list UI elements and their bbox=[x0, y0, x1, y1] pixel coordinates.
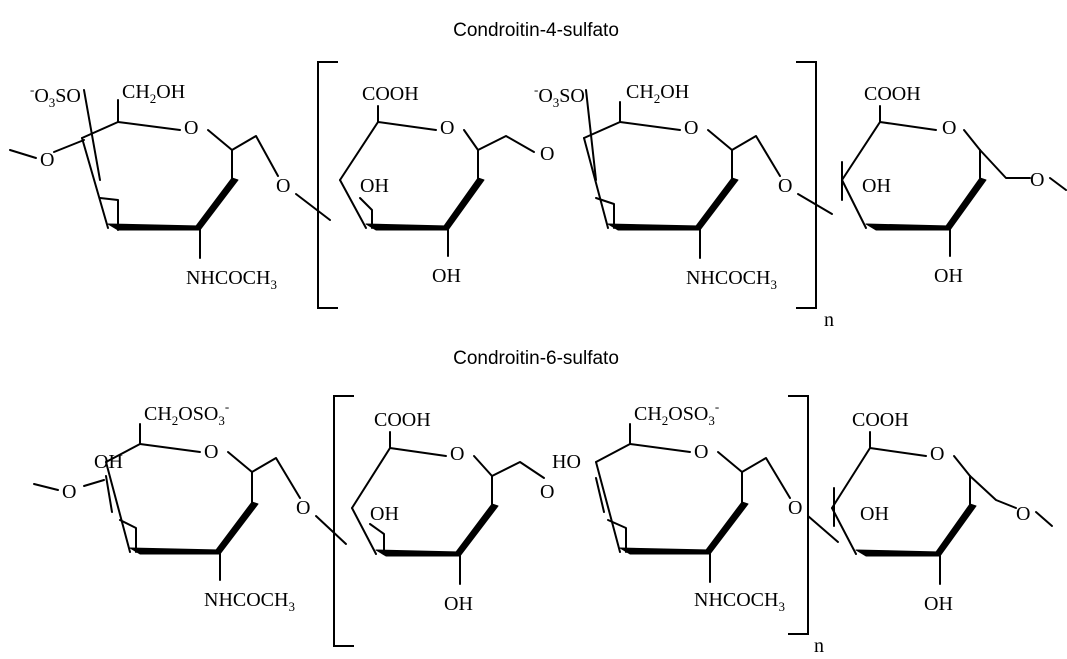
oh-label-f: OH bbox=[444, 593, 473, 615]
ring-o-2: O bbox=[440, 117, 454, 139]
structure-chondroitin-6-sulfate: Condroitin-6-sulfato CH2OSO3- OH O O O N… bbox=[33, 348, 1053, 657]
glyco-o-1: O bbox=[276, 175, 290, 197]
cooh-label-1: COOH bbox=[362, 83, 419, 105]
ring-link-o-left-2: O bbox=[62, 481, 76, 503]
galnac-ring-1 bbox=[9, 89, 331, 259]
ring-link-o-left-1: O bbox=[40, 149, 54, 171]
oh-label-b: OH bbox=[432, 265, 461, 287]
ch2oh-label-1: CH2OH bbox=[122, 81, 185, 106]
terminal-o-2: O bbox=[1016, 503, 1030, 525]
repeat-n-2: n bbox=[814, 635, 824, 657]
ch2oso3-label-2: CH2OSO3- bbox=[634, 399, 719, 428]
oh-label-h: OH bbox=[924, 593, 953, 615]
glca-ring-3 bbox=[351, 431, 545, 585]
galnac-ring-4 bbox=[595, 423, 839, 583]
ho-label-mid: HO bbox=[552, 451, 581, 473]
nhcoch3-label-4: NHCOCH3 bbox=[694, 589, 785, 614]
glyco-o-2: O bbox=[540, 143, 554, 165]
structure-2-title: Condroitin-6-sulfato bbox=[453, 348, 619, 369]
oh-label-a: OH bbox=[360, 175, 389, 197]
bracket-left-1 bbox=[317, 61, 338, 309]
ring-o-3: O bbox=[684, 117, 698, 139]
ring-o-5: O bbox=[204, 441, 218, 463]
glca-ring-1 bbox=[339, 105, 535, 257]
nhcoch3-label-1: NHCOCH3 bbox=[186, 267, 277, 292]
bracket-right-2 bbox=[788, 395, 809, 635]
o3so-label-1: -O3SO bbox=[30, 82, 81, 110]
bracket-left-2 bbox=[333, 395, 354, 647]
galnac-ring-3 bbox=[33, 423, 347, 581]
ring-o-7: O bbox=[694, 441, 708, 463]
nhcoch3-label-2: NHCOCH3 bbox=[686, 267, 777, 292]
oh-label-left: OH bbox=[94, 451, 123, 473]
o3so-label-2: -O3SO bbox=[534, 82, 585, 110]
structure-1-title: Condroitin-4-sulfato bbox=[453, 20, 619, 41]
ch2oh-label-2: CH2OH bbox=[626, 81, 689, 106]
nhcoch3-label-3: NHCOCH3 bbox=[204, 589, 295, 614]
terminal-o-1: O bbox=[1030, 169, 1044, 191]
structure-chondroitin-4-sulfate: Condroitin-4-sulfato CH2OH -O3SO O O O N… bbox=[9, 20, 1067, 331]
glyco-o-4: O bbox=[296, 497, 310, 519]
repeat-n-1: n bbox=[824, 309, 834, 331]
cooh-label-2: COOH bbox=[864, 83, 921, 105]
ring-o-8: O bbox=[930, 443, 944, 465]
glyco-o-6: O bbox=[788, 497, 802, 519]
cooh-label-4: COOH bbox=[852, 409, 909, 431]
galnac-ring-2 bbox=[583, 89, 833, 259]
ring-o-4: O bbox=[942, 117, 956, 139]
ring-o-1: O bbox=[184, 117, 198, 139]
cooh-label-3: COOH bbox=[374, 409, 431, 431]
ch2oso3-label-1: CH2OSO3- bbox=[144, 399, 229, 428]
oh-label-c: OH bbox=[862, 175, 891, 197]
glyco-o-3: O bbox=[778, 175, 792, 197]
glca-ring-2 bbox=[841, 105, 1067, 257]
bracket-right-1 bbox=[796, 61, 817, 309]
oh-label-d: OH bbox=[934, 265, 963, 287]
oh-label-e: OH bbox=[370, 503, 399, 525]
glyco-o-5: O bbox=[540, 481, 554, 503]
oh-label-g: OH bbox=[860, 503, 889, 525]
ring-o-6: O bbox=[450, 443, 464, 465]
glca-ring-4 bbox=[831, 431, 1053, 585]
